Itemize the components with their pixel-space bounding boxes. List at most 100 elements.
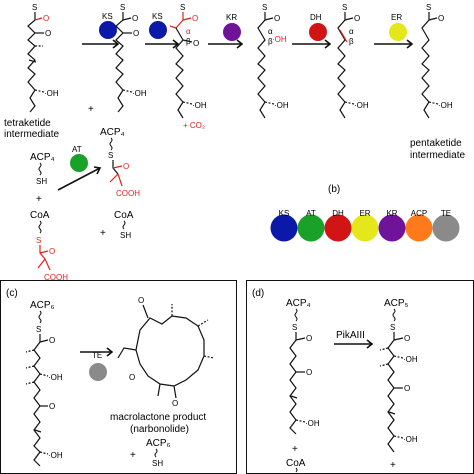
reaction-arrow-3 [208, 39, 244, 49]
tetraketide-structure: S O O ·OH [27, 3, 59, 113]
oxygen-c2: O [49, 402, 55, 411]
domain-circle-at [297, 214, 325, 242]
ring-ketone [142, 304, 149, 319]
oh-4: ·OH [274, 101, 289, 110]
oh-dash-4 [264, 101, 275, 105]
domain-label-acp: ACP [411, 209, 427, 218]
acp6-label: ACP₆ [30, 300, 55, 311]
tetraketide-label-line2: intermediate [4, 129, 59, 140]
oxygen-loaded: O [123, 162, 129, 171]
dehydrated-structure: S O α β ·OH [337, 3, 369, 119]
oh-d3: ·OH [403, 435, 418, 444]
domain-circle-acp [405, 214, 433, 242]
panel-a: S O O ·OH tetraketide intermediate KS S … [4, 3, 465, 282]
ks-label-2: KS [152, 12, 163, 21]
oh-c1: ·OH [48, 373, 63, 382]
cooh-loaded: COOH [116, 189, 140, 198]
cooh-coa: COOH [44, 273, 68, 282]
new-carbonyl-red [182, 17, 192, 21]
domain-label-kr: KR [386, 209, 397, 218]
reaction-arrow-2 [145, 39, 180, 49]
acp5-hexaketide-structure: ACP₅ S O ·OH O ·OH [379, 298, 418, 453]
beta-4: β [268, 37, 273, 46]
oxygen-d1: O [306, 334, 312, 343]
ring-oxygen-2: O [172, 399, 178, 408]
methylmalonyl-coa-structure: CoA S O COOH [30, 210, 68, 282]
macrocycle [135, 315, 205, 387]
plus-sign-d1: + [292, 444, 298, 455]
domain-label-ks: KS [279, 209, 290, 218]
coa-label-1: CoA [30, 210, 50, 221]
oh-dash-6 [428, 101, 439, 105]
pentaketide-label-line1: pentaketide [410, 138, 462, 149]
sulfur-loaded: S [108, 151, 113, 160]
domain-circle-dh [324, 214, 352, 242]
oxygen-4: O [274, 14, 280, 23]
beta-hydroxyl-4: ·OH [272, 35, 287, 44]
oh-dash-c2 [39, 451, 49, 455]
oxygen-5: O [354, 14, 360, 23]
hydroxyl-label: ·OH [44, 89, 59, 98]
domain-circle-er [351, 214, 379, 242]
polyketide-chain [27, 12, 36, 113]
panel-d: (d) ACP₄ S O O ·OH PikAIII ACP₅ S O ·OH [252, 288, 418, 473]
tether-loaded [109, 137, 113, 151]
chain-3 [175, 27, 184, 119]
sh-coa: SH [120, 231, 131, 240]
ks-domain-circle-1 [99, 21, 117, 39]
te-arrow [80, 347, 114, 357]
tether-coa-d [295, 467, 298, 473]
oxygen-2b: O [133, 29, 139, 38]
ring-methyl-3 [203, 355, 215, 359]
sulfur-3: S [180, 3, 185, 12]
methylmalonyl-acp-structure: ACP₄ S O COOH [100, 127, 140, 198]
acp4-pentaketide-structure: ACP₄ S O O ·OH [286, 298, 320, 435]
product-label-line2: (narbonolide) [130, 424, 189, 435]
oh-dash-d3 [393, 435, 404, 439]
plus-sign-a3: + [100, 228, 106, 239]
ring-oxygen-1: O [138, 296, 144, 305]
carbonyl-d2 [393, 337, 404, 341]
free-acp4: ACP₄ SH [30, 152, 55, 186]
sulfur-d2: S [390, 323, 395, 332]
oh-dash-2 [122, 89, 133, 93]
domain-circle-te [432, 214, 460, 242]
sulfur-5: S [342, 3, 347, 12]
oh-dash-d1 [295, 419, 306, 423]
beta-5: β [349, 37, 354, 46]
carbonyl-2 [122, 17, 132, 21]
domain-circle-kr [378, 214, 406, 242]
domain-circle-ks [270, 214, 298, 242]
ethyl-chain [117, 347, 137, 359]
oxygen-d4: O [404, 384, 410, 393]
reaction-arrow-5 [374, 39, 414, 49]
at-domain-circle [70, 154, 88, 172]
oh-2: ·OH [132, 89, 147, 98]
reaction-arrow-1 [82, 39, 120, 49]
panel-c-label: (c) [6, 288, 18, 299]
methyl-c1 [25, 349, 35, 353]
oxygen-d3: O [404, 334, 410, 343]
tether-c-free [154, 448, 158, 458]
chain-2 [115, 12, 124, 113]
dh-domain-circle [309, 23, 327, 41]
oxygen-6: O [438, 14, 444, 23]
te-label: TE [92, 351, 102, 360]
domain-label-er: ER [359, 209, 370, 218]
carbonyl-oxygen: O [43, 14, 49, 23]
domain-label-dh: DH [332, 209, 344, 218]
reduced-structure: S O α β ·OH ·OH [257, 3, 289, 119]
te-domain-circle [89, 363, 107, 381]
coa-d: CoA [286, 458, 306, 473]
chain-c [33, 334, 41, 467]
sulfur-c: S [36, 325, 41, 334]
double-bond [28, 59, 37, 63]
acp4-label-free: ACP₄ [30, 152, 55, 163]
oh-dash-3 [182, 101, 193, 105]
reaction-arrow-4 [292, 39, 332, 49]
ring-methyl-2 [197, 319, 209, 327]
double-bond-d2 [388, 411, 396, 415]
